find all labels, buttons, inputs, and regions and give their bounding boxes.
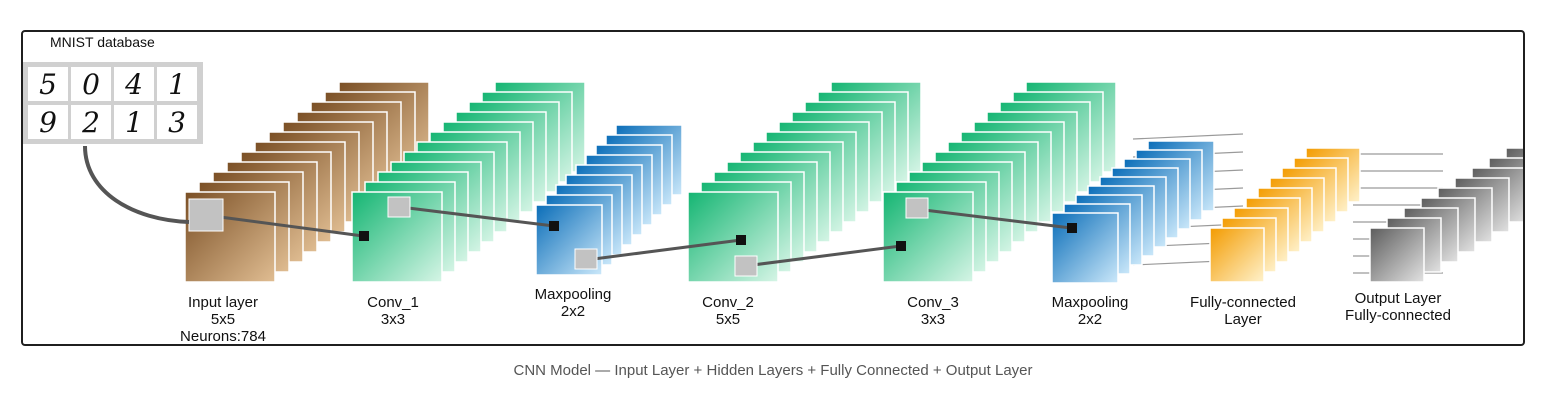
conv3-kernel: 3x3 (920, 311, 946, 328)
maxpooling1-stack (535, 124, 683, 276)
feature-map (1369, 227, 1425, 283)
conv1-kernel: 3x3 (380, 311, 406, 328)
feature-map (1051, 212, 1119, 284)
maxpooling1-label: Maxpooling 2x2 (513, 286, 633, 320)
digit-cell (71, 67, 111, 101)
digit-cell (114, 105, 154, 139)
connection-line (915, 207, 1072, 230)
feature-map (687, 191, 779, 283)
digit-cell (71, 105, 111, 139)
connection-line (585, 238, 742, 262)
output-neuron-square (896, 241, 906, 251)
input-layer-name: Input layer (187, 294, 259, 311)
output-neuron-square (736, 235, 746, 245)
receptive-field-square (905, 197, 929, 219)
conv1-label: Conv_1 3x3 (343, 294, 443, 328)
maxpooling2-label: Maxpooling 2x2 (1030, 294, 1150, 328)
connection-line (204, 213, 364, 238)
output-layer-sub: Fully-connected (1345, 307, 1451, 324)
maxpooling1-name: Maxpooling (534, 286, 612, 303)
fully-connected-sub: Layer (1224, 311, 1262, 328)
digit-glyph: 9 (39, 106, 57, 139)
conv2-kernel: 5x5 (715, 311, 741, 328)
digit-cell (114, 67, 154, 101)
digit-glyph: 1 (125, 106, 143, 139)
output-neuron-square (549, 221, 559, 231)
connection-line (399, 205, 555, 228)
maxpooling2-kernel: 2x2 (1077, 311, 1103, 328)
digit-glyph: 0 (82, 68, 100, 101)
input-layer-stack (184, 81, 430, 283)
conv3-label: Conv_3 3x3 (883, 294, 983, 328)
digit-cell (157, 105, 197, 139)
input-curve-connector (83, 145, 190, 224)
digit-cell (157, 67, 197, 101)
digit-glyph: 2 (81, 106, 100, 139)
input-layer-neurons: Neurons:784 (180, 328, 266, 345)
maxpooling1-kernel: 2x2 (560, 303, 586, 320)
input-layer-kernel: 5x5 (210, 311, 236, 328)
digit-glyph: 3 (168, 106, 186, 139)
input-layer-label: Input layer 5x5 Neurons:784 (163, 294, 283, 345)
output-layer-label: Output Layer Fully-connected (1328, 290, 1468, 324)
connection-line (744, 244, 902, 268)
output-neuron-square (1067, 223, 1077, 233)
conv2-label: Conv_2 5x5 (678, 294, 778, 328)
conv1-name: Conv_1 (367, 294, 419, 311)
fully-connected-name: Fully-connected (1190, 294, 1296, 311)
digit-cell (28, 67, 68, 101)
conv2-stack (687, 81, 922, 283)
fully-connected-label: Fully-connected Layer (1173, 294, 1313, 328)
output-neuron-square (359, 231, 369, 241)
fully-connected-stack (1209, 147, 1361, 283)
receptive-field-square (188, 198, 224, 232)
receptive-field-square (574, 248, 598, 270)
output-layer-name: Output Layer (1354, 290, 1442, 307)
digit-glyph: 1 (168, 68, 186, 101)
receptive-field-square (734, 255, 758, 277)
feature-map (1209, 227, 1265, 283)
output-layer-stack (1369, 147, 1523, 283)
figure-caption: CNN Model — Input Layer + Hidden Layers … (513, 362, 1033, 379)
maxpooling2-name: Maxpooling (1051, 294, 1129, 311)
digit-cell (28, 105, 68, 139)
maxpooling2-stack (1051, 140, 1215, 284)
mnist-database-title: MNIST database (50, 34, 155, 50)
conv2-name: Conv_2 (702, 294, 754, 311)
receptive-field-square (387, 196, 411, 218)
fc-connection-line (1132, 133, 1244, 140)
digit-glyph: 5 (39, 68, 57, 101)
conv3-name: Conv_3 (907, 294, 959, 311)
digit-glyph: 4 (124, 68, 143, 101)
